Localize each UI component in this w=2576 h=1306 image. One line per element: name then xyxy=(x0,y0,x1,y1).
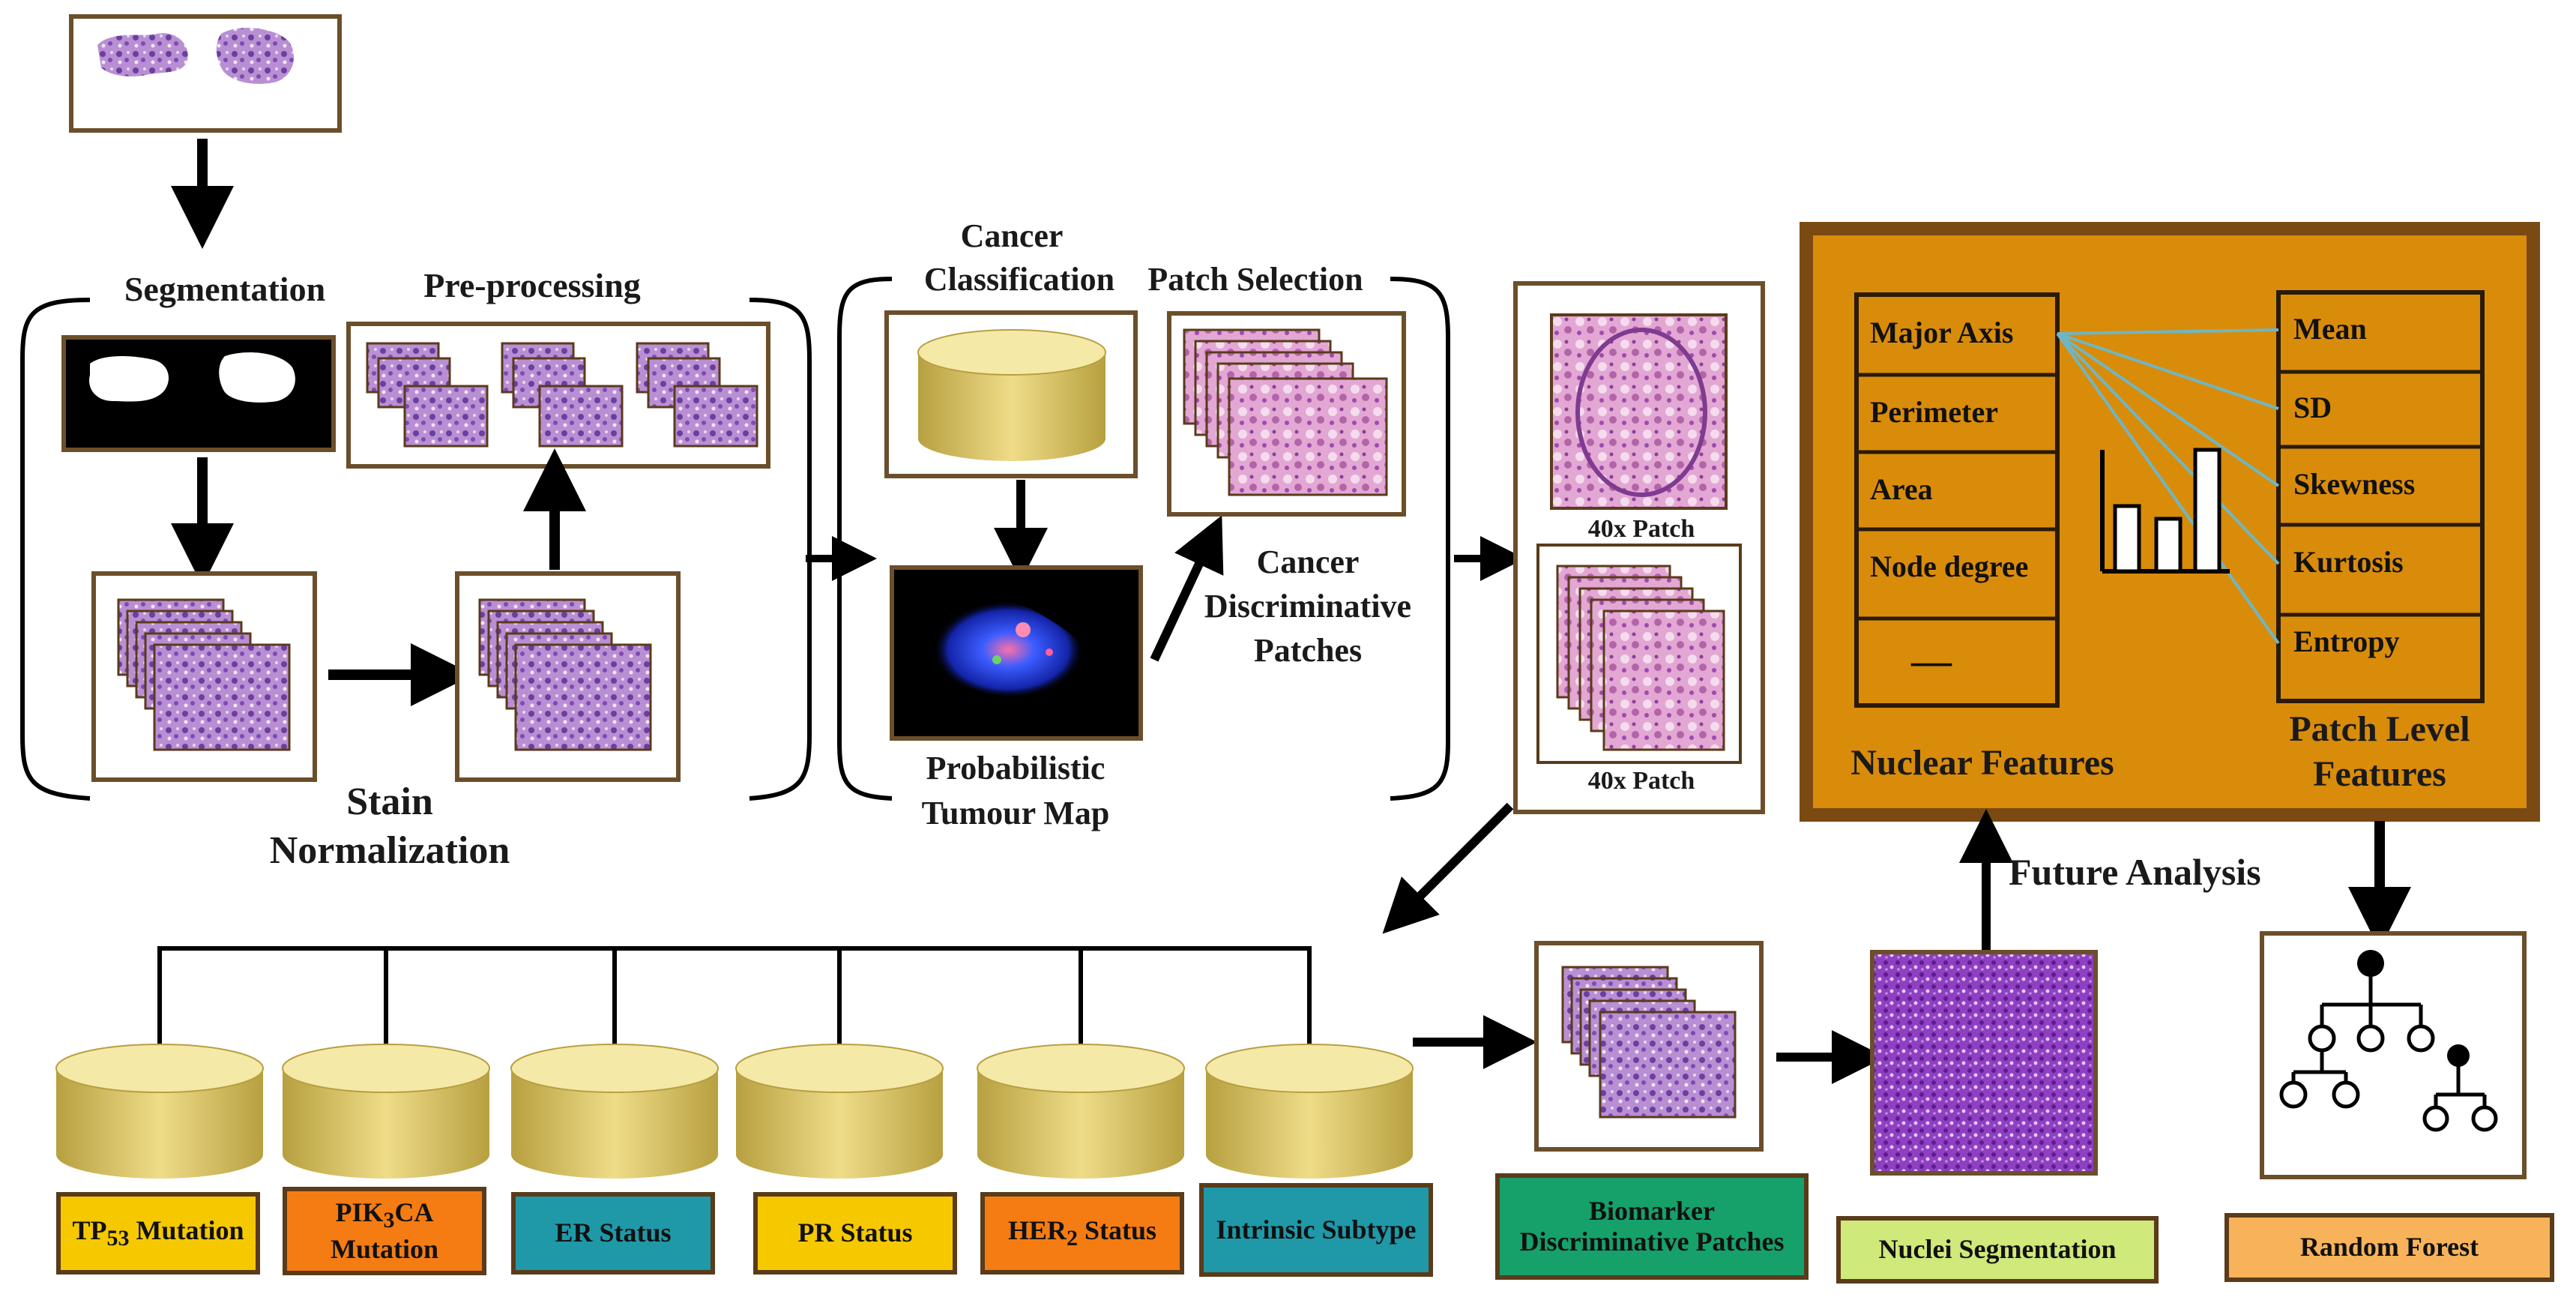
label-40x-top: 40x Patch xyxy=(1587,515,1695,543)
arrow-to-patches xyxy=(1150,515,1224,662)
histogram-icon xyxy=(2100,448,2230,574)
stain-box-2 xyxy=(455,571,681,782)
arrow-to-biomarkers xyxy=(1382,802,1514,934)
patch-feature-sd: SD xyxy=(2293,391,2332,424)
tag-er: ER Status xyxy=(511,1192,715,1275)
nuclear-feature-node-degree: Node degree xyxy=(1870,550,2029,583)
tag-pik3ca: PIK3CA Mutation xyxy=(283,1187,486,1275)
bracket-left-1 xyxy=(20,298,91,801)
patch-feature-skewness: Skewness xyxy=(2293,467,2416,501)
label-stain-1: Stain xyxy=(346,780,433,823)
biomarker-cylinders xyxy=(55,1044,1414,1179)
label-prob-map-2: Tumour Map xyxy=(921,795,1110,831)
biomarker-patch-box xyxy=(1534,941,1764,1152)
label-stain-2: Normalization xyxy=(269,829,510,872)
biomarker-tree xyxy=(157,946,1312,1050)
bracket-left-2 xyxy=(837,277,893,801)
tag-pr: PR Status xyxy=(753,1192,957,1275)
nuclear-feature-area: Area xyxy=(1870,472,1933,506)
nuclear-feature-perimeter: Perimeter xyxy=(1870,395,1998,429)
tumour-map xyxy=(890,565,1143,741)
patch-selection-box xyxy=(1167,311,1406,517)
segmentation-mask xyxy=(61,335,336,452)
label-patch-level-2: Features xyxy=(2313,754,2446,794)
label-patch-selection: Patch Selection xyxy=(1147,261,1363,298)
patch-feature-entropy: Entropy xyxy=(2293,625,2400,658)
label-cancer-disc-3: Patches xyxy=(1253,632,1363,669)
label-future-analysis: Future Analysis xyxy=(2009,851,2261,893)
label-preprocessing: Pre-processing xyxy=(423,266,641,304)
nuclear-feature-major-axis: Major Axis xyxy=(1870,316,2014,349)
label-cancer-class-1: Cancer xyxy=(960,217,1064,254)
random-forest-box xyxy=(2260,931,2527,1179)
label-patch-level-1: Patch Level xyxy=(2289,709,2470,749)
label-segmentation: Segmentation xyxy=(124,270,326,308)
patch-40x-box xyxy=(1513,281,1765,814)
label-cancer-disc-1: Cancer xyxy=(1256,544,1360,580)
label-nuclear-features: Nuclear Features xyxy=(1850,743,2114,783)
bracket-right-2 xyxy=(1390,277,1450,801)
stain-box-1 xyxy=(91,571,317,782)
preprocessing-box xyxy=(346,322,770,469)
tag-biomarker-patches: Biomarker Discriminative Patches xyxy=(1495,1173,1809,1280)
tag-tp53: TP53 Mutation xyxy=(56,1192,260,1275)
nuclei-image xyxy=(1870,950,2098,1176)
label-cancer-class-2: Classification xyxy=(923,261,1115,298)
bracket-right-1 xyxy=(749,298,812,801)
label-cancer-disc-2: Discriminative xyxy=(1204,588,1412,625)
classification-database xyxy=(884,310,1138,478)
tag-random-forest: Random Forest xyxy=(2224,1213,2554,1282)
tag-nuclei-segmentation: Nuclei Segmentation xyxy=(1836,1216,2159,1284)
patch-feature-kurtosis: Kurtosis xyxy=(2293,545,2404,579)
tag-intrinsic: Intrinsic Subtype xyxy=(1199,1183,1433,1277)
nuclear-feature-more: — xyxy=(1911,638,1952,683)
label-prob-map-1: Probabilistic xyxy=(926,750,1105,786)
tag-her2: HER2 Status xyxy=(980,1192,1184,1275)
patch-feature-mean: Mean xyxy=(2293,312,2367,346)
label-40x-bottom: 40x Patch xyxy=(1587,767,1695,795)
wsi-thumbnail xyxy=(69,14,342,133)
feature-panel xyxy=(1800,222,2540,822)
